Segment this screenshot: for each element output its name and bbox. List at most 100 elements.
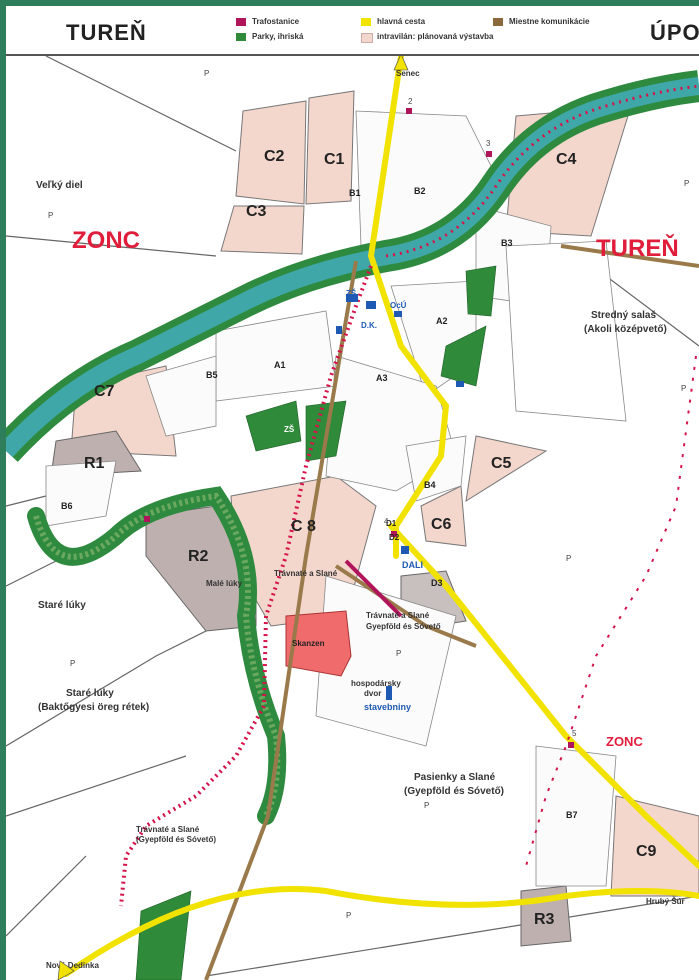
legend-label-parky: Parky, ihriská <box>252 32 304 41</box>
place-dali: DALI <box>402 560 423 570</box>
green-belt-inner <box>33 492 281 818</box>
place-skanzen: Skanzen <box>292 639 325 648</box>
place-stare-luky-2: Staré lúky <box>66 688 114 699</box>
map-header: TUREŇ ÚPO Trafostanice Parky, ihriská hl… <box>6 6 699 56</box>
place-travnate-2: Trávnaté a Slané <box>366 611 430 620</box>
zone-label-d1: D1 <box>386 519 397 528</box>
zone-label-c6: C6 <box>431 516 452 533</box>
place-dom: D.K. <box>361 321 377 330</box>
building-east <box>456 381 464 387</box>
zone-label-b7: B7 <box>566 810 578 820</box>
map-frame: TUREŇ ÚPO Trafostanice Parky, ihriská hl… <box>6 6 699 980</box>
zone-label-c8: C 8 <box>291 518 316 535</box>
building-d3 <box>401 546 409 554</box>
main-road-north <box>367 56 450 559</box>
built-up-plots <box>45 110 627 887</box>
marker-p: P <box>681 384 686 393</box>
place-stare-luky-1: Staré lúky <box>38 600 86 611</box>
parcel-markers: P P P P P P P P P 2 3 4 5 <box>48 69 689 920</box>
marker-2: 2 <box>408 97 413 106</box>
zone-label-a1: A1 <box>274 360 286 370</box>
place-stredny-salas: Stredný salaš <box>591 310 656 321</box>
trafostanice-markers <box>144 108 574 748</box>
park-4 <box>440 325 487 387</box>
zone-b6-area <box>45 460 117 527</box>
marker-p: P <box>346 911 351 920</box>
zone-label-b4: B4 <box>424 480 436 490</box>
zone-label-b1: B1 <box>349 188 361 198</box>
place-male-luky: Malé lúky <box>206 579 243 588</box>
park-1 <box>245 400 302 452</box>
zone-label-c1: C1 <box>324 151 345 168</box>
place-turen-big: TUREŇ <box>596 234 679 262</box>
building-ocu-2 <box>394 311 402 317</box>
place-akoli: (Akoli középvető) <box>584 324 667 335</box>
zone-label-d2: D2 <box>389 533 400 542</box>
village-map: C2 C1 C3 C4 B1 B2 B3 A1 A2 A3 B5 B4 C7 R… <box>6 56 699 980</box>
zone-c5-area <box>465 435 548 503</box>
main-roads <box>63 56 699 977</box>
zone-c3-area <box>220 205 305 255</box>
arrow-north <box>393 56 409 71</box>
place-travnate-1: Trávnaté a Slané <box>274 569 338 578</box>
legend-label-hlavna-cesta: hlavná cesta <box>377 17 426 26</box>
legend-swatch-miestne <box>493 18 503 26</box>
zone-label-c9: C9 <box>636 843 657 860</box>
marker-p: P <box>204 69 209 78</box>
place-gyepfold-2: Gyepföld és Sóvető <box>366 622 441 631</box>
zone-label-a3: A3 <box>376 373 388 383</box>
local-road-middle <box>334 564 477 648</box>
zone-label-a2: A2 <box>436 316 448 326</box>
place-zs2: ZŠ <box>284 425 295 434</box>
zone-label-c4: C4 <box>556 151 577 168</box>
east-dotted-path <box>525 355 697 867</box>
zone-label-r2: R2 <box>188 548 209 565</box>
marker-p: P <box>424 801 429 810</box>
marker-4: 4 <box>384 517 389 526</box>
main-road-south <box>63 886 699 977</box>
zone-label-r1: R1 <box>84 455 105 472</box>
legend-swatch-trafostanice <box>236 18 246 26</box>
place-ocu: OcÚ <box>390 301 407 310</box>
map-title-right: ÚPO <box>650 20 699 45</box>
zone-label-b6: B6 <box>61 501 73 511</box>
marker-p: P <box>396 649 401 658</box>
map-title: TUREŇ <box>66 20 147 45</box>
zone-label-r3: R3 <box>534 911 555 928</box>
arrow-southwest <box>57 960 75 980</box>
place-nova-dedinka: Nová Dedinka <box>46 961 99 970</box>
marker-p: P <box>70 659 75 668</box>
local-roads <box>204 244 699 980</box>
zone-b7-area <box>535 745 617 887</box>
marker-p: P <box>684 179 689 188</box>
place-stavebniny: stavebniny <box>364 702 411 712</box>
place-hospodarsky: hospodársky <box>351 679 401 688</box>
stredny-salas-plot <box>505 240 627 422</box>
legend-label-trafostanice: Trafostanice <box>252 17 300 26</box>
zone-c6-area <box>420 485 467 547</box>
public-buildings <box>336 294 464 700</box>
zone-c2-area <box>235 100 307 205</box>
skanzen-area <box>285 610 352 677</box>
zone-b5-area <box>145 355 217 437</box>
place-hruby-sur: Hrubý Šúr <box>646 897 685 906</box>
zone-label-b5: B5 <box>206 370 218 380</box>
place-zonc-big: ZONC <box>72 227 140 254</box>
small-place-labels: Malé lúky Trávnaté a Slané Trávnaté a Sl… <box>46 69 685 970</box>
zone-label-c2: C2 <box>264 148 285 165</box>
place-zonc-small: ZONC <box>606 734 643 749</box>
planned-zones <box>70 90 699 897</box>
zone-labels: C2 C1 C3 C4 B1 B2 B3 A1 A2 A3 B5 B4 C7 R… <box>61 148 657 928</box>
legend-swatch-parky <box>236 33 246 41</box>
marker-p: P <box>48 211 53 220</box>
zone-c9-area <box>610 795 699 897</box>
building-ocu <box>366 301 376 309</box>
local-road-west <box>204 260 358 980</box>
zone-c1-area <box>305 90 355 205</box>
marker-5: 5 <box>572 729 577 738</box>
legend-swatch-hlavna-cesta <box>361 18 371 26</box>
place-zs: ZŠ <box>346 289 357 298</box>
place-travnate-3: Trávnaté a Slané <box>136 825 200 834</box>
legend-label-intravilan: intravilán: plánovaná výstavba <box>377 32 494 41</box>
river-path-dots <box>385 84 699 258</box>
